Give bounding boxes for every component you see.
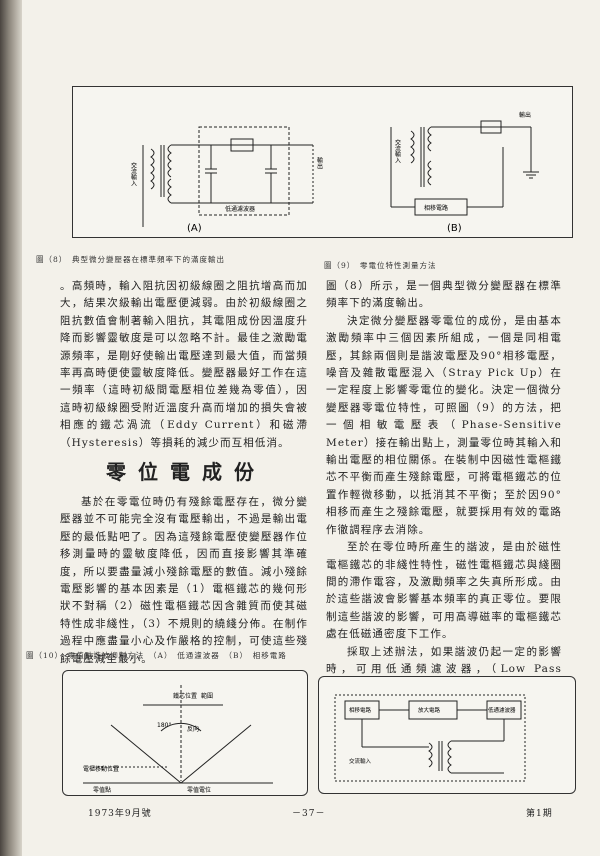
section-heading: 零位電成份 [106,460,266,484]
phase-label: 反向 [187,725,199,733]
figure-9-caption: 圖（9） 零電位特性測量方法 [324,261,437,270]
fig10-box-phase: 相移電路 [349,706,372,714]
footer-date: 1973年9月號 [88,809,152,819]
page-number: －37－ [292,809,326,819]
armature-move-label: 電樞移動位置 [83,765,119,773]
circuit-diagram-top: 交流輸入 輸出 低通濾波器 (A) 交流輸入 輸出 [130,111,539,234]
right-paragraph-3: 至於在零位時所產生的諧波，是由於磁性電樞鐵芯的非綫性特性，磁性電樞鐵芯與綫圈間的… [326,541,562,641]
right-paragraph-2: 決定微分變壓器零電位的成份，是由基本激勵頻率中三個因素所組成，一個是同相電壓，其… [326,314,562,536]
fig8-input-label: 交流輸入 [130,161,137,186]
figure-8-caption: 圖（8） 典型微分變壓器在標準頻率下的滿度輸出 [36,255,226,264]
magazine-page: 交流輸入 輸出 低通濾波器 (A) 交流輸入 輸出 [22,0,600,856]
left-column-2: 基於在零電位時仍有殘餘電壓存在，微分變壓器並不可能完全沒有電壓輸出，不過是輸出電… [60,494,308,668]
left-column: 。高頻時，輸入阻抗因初級線圈之阻抗增高而加大，結果次級輸出電壓便減弱。由於初級線… [60,278,308,452]
fig9-phase-box: 相移電路 [424,204,448,212]
phase-shift-diagram: 相移電路 放大電路 低通濾波器 交流輸入 [334,694,526,782]
fig8-label-a: (A) [187,223,202,234]
fig10-input-label: 交流輸入 [349,757,372,765]
fig9-output-label: 輸出 [519,111,531,119]
fig8-output-label: 輸出 [316,156,323,170]
issue-number: 第1期 [526,809,553,819]
null-point-label: 零值點 [93,786,111,794]
figure-10a-panel: 鐵芯位置 範圍 180° 反向 電樞移動位置 零值點 零值電位 [62,670,308,796]
range-label: 範圍 [201,692,213,700]
null-point-diagram: 鐵芯位置 範圍 180° 反向 電樞移動位置 零值點 零值電位 [83,685,273,794]
figure-10b-panel: 相移電路 放大電路 低通濾波器 交流輸入 [318,676,576,794]
fig9-label-b: (B) [447,223,462,234]
fig10-box-amp: 放大電路 [418,706,441,714]
right-paragraph-1: 圖（8）所示，是一個典型微分變壓器在標準頻率下的滿度輸出。 [326,280,562,310]
right-column: 圖（8）所示，是一個典型微分變壓器在標準頻率下的滿度輸出。 決定微分變壓器零電位… [326,278,562,696]
fig10-box-filter: 低通濾波器 [488,706,516,714]
angle-label: 180° [157,722,171,729]
figure-10-caption: 圖（10） 零值點諧波抑制方法 （A） 低通濾波器 （B） 相移電路 [26,651,287,660]
figure-8-9-panel: 交流輸入 輸出 低通濾波器 (A) 交流輸入 輸出 [72,86,573,238]
book-spine [0,0,22,856]
fig9-input-label: 交流輸入 [394,138,401,163]
core-position-label: 鐵芯位置 [173,692,197,700]
left-paragraph-2: 基於在零電位時仍有殘餘電壓存在，微分變壓器並不可能完全沒有電壓輸出，不過是輸出電… [60,496,308,665]
left-paragraph-1: 。高頻時，輸入阻抗因初級線圈之阻抗增高而加大，結果次級輸出電壓便減弱。由於初級線… [60,280,308,449]
fig8-filter-label: 低通濾波器 [225,205,255,213]
null-potential-label: 零值電位 [187,786,211,794]
